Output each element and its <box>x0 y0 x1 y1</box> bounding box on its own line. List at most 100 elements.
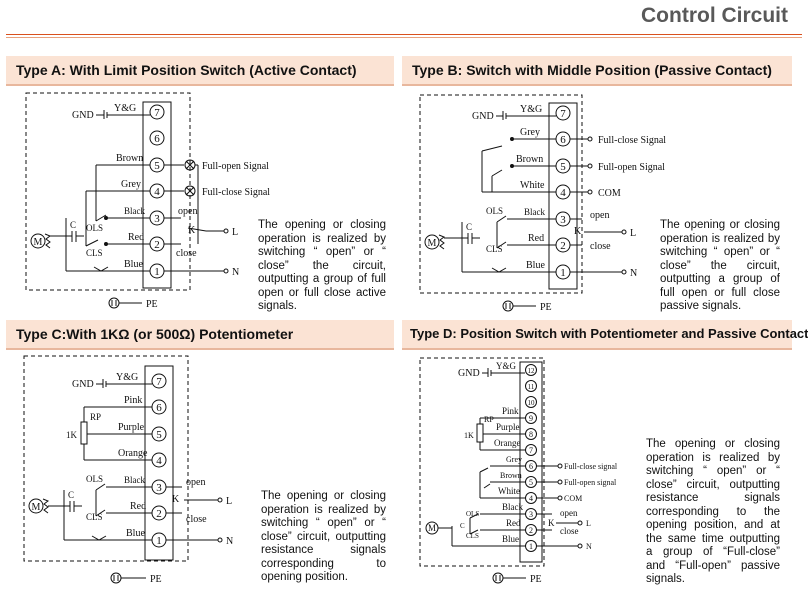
l-terminal-label: L <box>586 519 591 528</box>
k-label: K <box>548 518 555 528</box>
description: The opening or closing operation is real… <box>660 219 780 312</box>
n-terminal-label: N <box>232 267 239 278</box>
terminal-2: 2 <box>525 524 537 536</box>
terminal-2: 2 <box>151 505 167 521</box>
header-rule-secondary <box>6 37 802 38</box>
white-wire-label: White <box>498 486 520 496</box>
terminal-3: 3 <box>525 508 537 520</box>
svg-text:12: 12 <box>528 367 536 375</box>
brown-wire-label: Brown <box>500 471 522 480</box>
terminal-2: 2 <box>555 237 571 253</box>
brown-wire-label: Brown <box>516 154 543 165</box>
terminal-1: 1 <box>525 540 537 552</box>
n-terminal-label: N <box>586 542 592 551</box>
full-open-signal-label: Full-open signal <box>564 478 617 487</box>
orange-wire-label: Orange <box>118 448 148 459</box>
svg-text:1: 1 <box>529 542 533 551</box>
terminal-7: 7 <box>555 105 571 121</box>
ground-icon <box>502 300 514 312</box>
ols-label: OLS <box>466 510 479 518</box>
terminal-2: 2 <box>149 236 165 252</box>
gnd-label: GND <box>72 110 94 121</box>
cls-label: CLS <box>466 532 479 540</box>
capacitor-label: C <box>70 220 76 230</box>
terminal-9: 9 <box>525 412 537 424</box>
red-wire-label: Red <box>128 232 144 243</box>
description: The opening or closing operation is real… <box>258 219 386 312</box>
blue-wire-label: Blue <box>526 260 545 271</box>
terminal-5: 5 <box>525 476 537 488</box>
terminal-6: 6 <box>149 130 165 146</box>
open-label: open <box>178 206 197 217</box>
svg-text:4: 4 <box>156 455 162 467</box>
pe-label: PE <box>540 302 552 313</box>
terminal-3: 3 <box>151 479 167 495</box>
pink-wire-label: Pink <box>124 395 142 406</box>
terminal-4: 4 <box>151 452 167 468</box>
lamp-icon <box>184 185 196 197</box>
svg-text:1: 1 <box>560 267 566 279</box>
close-label: close <box>590 241 611 252</box>
terminal-4: 4 <box>149 183 165 199</box>
grey-wire-label: Grey <box>520 127 540 138</box>
grey-wire-label: Grey <box>121 179 141 190</box>
purple-wire-label: Purple <box>496 422 520 432</box>
l-terminal-label: L <box>232 227 238 238</box>
potentiometer-icon <box>476 423 484 443</box>
red-wire-label: Red <box>506 518 521 528</box>
gnd-label: GND <box>72 379 94 390</box>
svg-text:10: 10 <box>528 399 536 407</box>
terminal-4: 4 <box>555 184 571 200</box>
cls-label: CLS <box>86 512 103 522</box>
enclosure-outline <box>23 355 189 562</box>
terminal-block <box>144 365 174 561</box>
grey-wire-label: Grey <box>506 455 522 464</box>
wiring-diagram-c: 7 6 5 4 3 2 1 GND Y&G Pink Purple Orange… <box>23 355 233 585</box>
enclosure-outline <box>419 357 545 567</box>
blue-wire-label: Blue <box>502 534 519 544</box>
full-close-signal-label: Full-close Signal <box>202 187 270 198</box>
terminal-7: 7 <box>151 373 167 389</box>
terminal-block <box>548 102 578 290</box>
k-label: K <box>172 494 180 505</box>
black-wire-label: Black <box>502 502 523 512</box>
svg-text:11: 11 <box>528 383 535 391</box>
capacitor-label: C <box>460 522 465 530</box>
wiring-diagram-b: 7 6 5 4 3 2 1 GND Y&G Grey Brown White B… <box>419 94 666 313</box>
svg-text:7: 7 <box>154 107 160 119</box>
com-label: COM <box>598 188 621 199</box>
panel-title: Type C:With 1KΩ (or 500Ω) Potentiometer <box>16 326 294 342</box>
cls-label: CLS <box>86 248 103 258</box>
terminal-7: 7 <box>149 104 165 120</box>
wiring-diagram-d: 12 11 10 9 8 7 6 5 4 3 2 1 GND Y&G Pink … <box>419 357 618 585</box>
svg-text:M: M <box>34 237 43 248</box>
motor-icon <box>28 498 44 514</box>
terminal-3: 3 <box>555 211 571 227</box>
panel-header: Type D: Position Switch with Potentiomet… <box>402 320 808 350</box>
svg-text:7: 7 <box>560 108 566 120</box>
terminal-4: 4 <box>525 492 537 504</box>
red-wire-label: Red <box>528 233 544 244</box>
page-title: Control Circuit <box>641 4 788 27</box>
pe-label: PE <box>150 574 162 585</box>
ground-icon <box>492 572 504 584</box>
black-wire-label: Black <box>524 207 545 217</box>
ground-icon <box>108 297 120 309</box>
rp-label: RP <box>90 412 101 422</box>
enclosure-outline <box>419 94 583 294</box>
terminal-5: 5 <box>555 158 571 174</box>
description: The opening or closing operation is real… <box>646 438 780 585</box>
onek-label: 1K <box>66 430 78 440</box>
svg-text:4: 4 <box>560 187 566 199</box>
k-label: K <box>188 225 196 236</box>
onek-label: 1K <box>464 431 474 440</box>
ground-icon <box>110 572 122 584</box>
terminal-block <box>519 361 543 563</box>
svg-text:6: 6 <box>154 133 160 145</box>
black-wire-label: Black <box>124 475 145 485</box>
terminal-5: 5 <box>151 426 167 442</box>
panel-header: Type C:With 1KΩ (or 500Ω) Potentiometer <box>6 320 394 350</box>
panel-type-d: Type D: Position Switch with Potentiomet… <box>402 320 808 588</box>
svg-text:1: 1 <box>154 266 160 278</box>
svg-text:8: 8 <box>529 430 533 439</box>
